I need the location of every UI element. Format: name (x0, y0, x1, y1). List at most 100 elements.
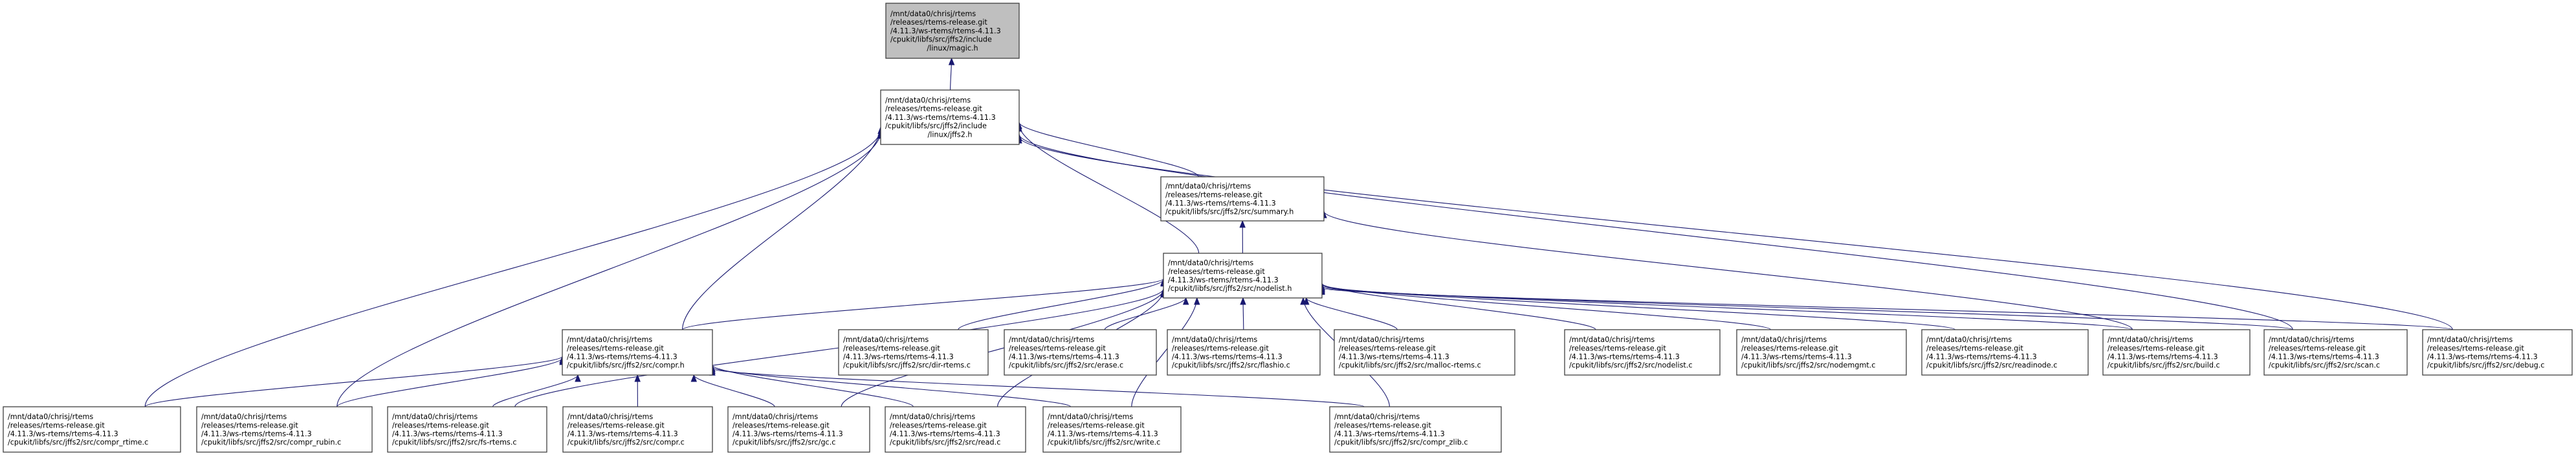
node-box (1334, 329, 1515, 376)
node-label-line: /4.11.3/ws-rtems/rtems-4.11.3 (890, 27, 1001, 35)
node-label-line: /releases/rtems-release.git (890, 421, 987, 429)
node-nodemgmt-c[interactable]: /mnt/data0/chrisj/rtems/releases/rtems-r… (1736, 329, 1907, 376)
node-write-c[interactable]: /mnt/data0/chrisj/rtems/releases/rtems-r… (1042, 406, 1182, 453)
node-label-line: /4.11.3/ws-rtems/rtems-4.11.3 (1168, 276, 1279, 284)
node-malloc-rtems-c[interactable]: /mnt/data0/chrisj/rtems/releases/rtems-r… (1334, 329, 1515, 376)
node-label-line: /mnt/data0/chrisj/rtems (890, 10, 976, 18)
edge-line (1321, 284, 1955, 330)
arrowhead-icon (948, 57, 955, 65)
node-label-line: /cpukit/libfs/src/jffs2/src/malloc-rtems… (1339, 361, 1481, 370)
edge-line (336, 131, 881, 407)
node-compr-c[interactable]: /mnt/data0/chrisj/rtems/releases/rtems-r… (562, 406, 713, 453)
edge-erase_c-to-nodelist_h (1104, 297, 1189, 330)
node-label-line: /releases/rtems-release.git (2269, 344, 2366, 352)
node-label-line: /4.11.3/ws-rtems/rtems-4.11.3 (1334, 430, 1445, 439)
node-label-line: /4.11.3/ws-rtems/rtems-4.11.3 (2427, 353, 2538, 361)
node-readinode-c[interactable]: /mnt/data0/chrisj/rtems/releases/rtems-r… (1921, 329, 2089, 376)
node-compr-rubin-c[interactable]: /mnt/data0/chrisj/rtems/releases/rtems-r… (196, 406, 373, 453)
node-box (885, 3, 1020, 59)
edge-line (144, 356, 563, 407)
node-label-line: /4.11.3/ws-rtems/rtems-4.11.3 (1172, 353, 1282, 361)
node-flashio-c[interactable]: /mnt/data0/chrisj/rtems/releases/rtems-r… (1167, 329, 1321, 376)
arrowhead-icon (634, 374, 641, 382)
node-label-line: /cpukit/libfs/src/jffs2/src/debug.c (2427, 361, 2544, 370)
node-label-line: /cpukit/libfs/src/jffs2/src/fs-rtems.c (392, 439, 517, 447)
node-gc-c[interactable]: /mnt/data0/chrisj/rtems/releases/rtems-r… (727, 406, 870, 453)
node-label-line: /releases/rtems-release.git (2427, 344, 2524, 352)
edge-write_c-to-nodelist_h (1131, 297, 1200, 407)
node-label-line: /cpukit/libfs/src/jffs2/src/summary.h (1165, 208, 1294, 216)
edge-line (1104, 297, 1187, 330)
node-fs-rtems-c[interactable]: /mnt/data0/chrisj/rtems/releases/rtems-r… (387, 406, 547, 453)
edge-debug_c-to-nodelist_h (1319, 287, 2453, 330)
node-label-line: /4.11.3/ws-rtems/rtems-4.11.3 (567, 353, 677, 361)
node-magic-h[interactable]: /mnt/data0/chrisj/rtems/releases/rtems-r… (885, 3, 1020, 59)
edge-fs_rtems_c-to-compr_h (492, 374, 581, 407)
arrowhead-icon (1300, 297, 1306, 305)
edge-line (958, 279, 1164, 330)
node-box (727, 406, 870, 453)
node-label-line: /mnt/data0/chrisj/rtems (732, 413, 818, 421)
arrowhead-icon (1239, 220, 1246, 228)
edge-line (1321, 286, 2293, 330)
nodes-layer: /mnt/data0/chrisj/rtems/releases/rtems-r… (3, 3, 2573, 453)
node-label-line: /releases/rtems-release.git (201, 421, 298, 429)
edge-line (1321, 283, 1596, 330)
node-nodelist-h[interactable]: /mnt/data0/chrisj/rtems/releases/rtems-r… (1163, 253, 1323, 299)
node-label-line: /linux/jffs2.h (928, 130, 973, 139)
node-box (838, 329, 989, 376)
node-box (2263, 329, 2408, 376)
node-label-line: /mnt/data0/chrisj/rtems (392, 413, 478, 421)
node-label-line: /4.11.3/ws-rtems/rtems-4.11.3 (1048, 430, 1158, 439)
node-label-line: /4.11.3/ws-rtems/rtems-4.11.3 (1741, 353, 1852, 361)
node-compr-zlib-c[interactable]: /mnt/data0/chrisj/rtems/releases/rtems-r… (1329, 406, 1502, 453)
node-nodelist-c[interactable]: /mnt/data0/chrisj/rtems/releases/rtems-r… (1564, 329, 1721, 376)
node-label-line: /4.11.3/ws-rtems/rtems-4.11.3 (1339, 353, 1449, 361)
node-summary-h[interactable]: /mnt/data0/chrisj/rtems/releases/rtems-r… (1160, 176, 1325, 222)
node-label-line: /mnt/data0/chrisj/rtems (567, 413, 653, 421)
node-label-line: /releases/rtems-release.git (1009, 344, 1106, 352)
node-read-c[interactable]: /mnt/data0/chrisj/rtems/releases/rtems-r… (885, 406, 1026, 453)
edge-line (1306, 297, 1398, 330)
node-label-line: /mnt/data0/chrisj/rtems (2427, 336, 2513, 344)
node-label-line: /releases/rtems-release.git (1339, 344, 1436, 352)
node-label-line: /releases/rtems-release.git (8, 421, 105, 429)
node-box (885, 406, 1026, 453)
edge-compr_rtime_c-to-jffs2_h (144, 128, 884, 407)
node-label-line: /releases/rtems-release.git (392, 421, 489, 429)
node-box (562, 329, 713, 376)
node-label-line: /releases/rtems-release.git (1569, 344, 1666, 352)
node-label-line: /cpukit/libfs/src/jffs2/src/build.c (2108, 361, 2220, 370)
edge-line (712, 368, 1365, 407)
node-build-c[interactable]: /mnt/data0/chrisj/rtems/releases/rtems-r… (2102, 329, 2251, 376)
edge-line (841, 290, 1164, 407)
node-label-line: /mnt/data0/chrisj/rtems (201, 413, 287, 421)
node-label-line: /mnt/data0/chrisj/rtems (1009, 336, 1094, 344)
edge-line (1321, 286, 2133, 330)
node-label-line: /4.11.3/ws-rtems/rtems-4.11.3 (2269, 353, 2379, 361)
node-label-line: /releases/rtems-release.git (732, 421, 830, 429)
edge-dir_rtems_c-to-nodelist_h (958, 279, 1167, 330)
node-compr-rtime-c[interactable]: /mnt/data0/chrisj/rtems/releases/rtems-r… (3, 406, 181, 453)
node-erase-c[interactable]: /mnt/data0/chrisj/rtems/releases/rtems-r… (1004, 329, 1157, 376)
node-label-line: /cpukit/libfs/src/jffs2/src/write.c (1048, 439, 1160, 447)
node-label-line: /cpukit/libfs/src/jffs2/src/compr_zlib.c (1334, 439, 1468, 447)
edge-jffs2_h-to-magic_h (948, 57, 955, 91)
node-dir-rtems-c[interactable]: /mnt/data0/chrisj/rtems/releases/rtems-r… (838, 329, 989, 376)
node-box (1736, 329, 1907, 376)
node-scan-c[interactable]: /mnt/data0/chrisj/rtems/releases/rtems-r… (2263, 329, 2408, 376)
node-label-line: /releases/rtems-release.git (843, 344, 940, 352)
edge-line (1018, 134, 2293, 330)
node-jffs2-h[interactable]: /mnt/data0/chrisj/rtems/releases/rtems-r… (880, 89, 1020, 145)
node-label-line: /mnt/data0/chrisj/rtems (2108, 336, 2193, 344)
edge-line (682, 278, 1164, 330)
node-label-line: /cpukit/libfs/src/jffs2/src/compr_rtime.… (8, 439, 148, 447)
node-label-line: /4.11.3/ws-rtems/rtems-4.11.3 (392, 430, 503, 439)
node-compr-h[interactable]: /mnt/data0/chrisj/rtems/releases/rtems-r… (562, 329, 713, 376)
node-box (1163, 253, 1323, 299)
node-label-line: /4.11.3/ws-rtems/rtems-4.11.3 (1569, 353, 1680, 361)
node-debug-c[interactable]: /mnt/data0/chrisj/rtems/releases/rtems-r… (2422, 329, 2573, 376)
node-label-line: /cpukit/libfs/src/jffs2/src/flashio.c (1172, 361, 1290, 370)
node-label-line: /4.11.3/ws-rtems/rtems-4.11.3 (885, 113, 996, 122)
node-label-line: /cpukit/libfs/src/jffs2/src/erase.c (1009, 361, 1123, 370)
